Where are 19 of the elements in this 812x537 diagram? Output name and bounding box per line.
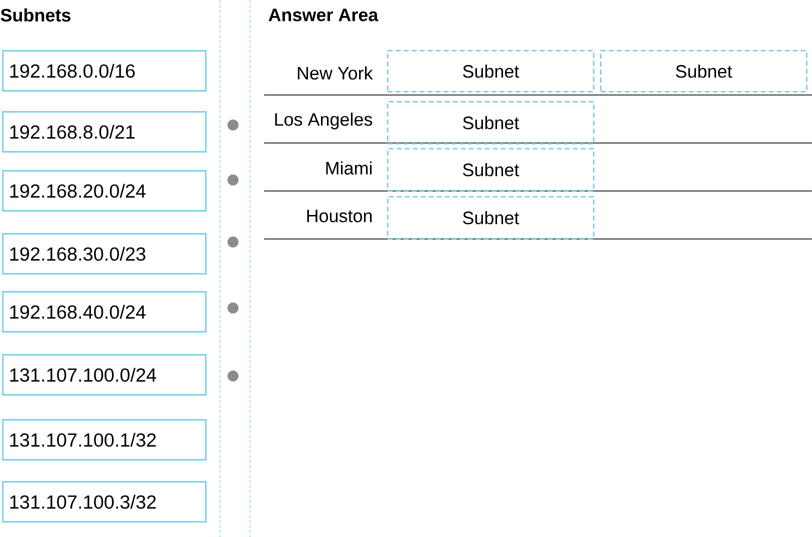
panel-heading: Answer Area [268,8,378,22]
subnet-card: 192.168.30.0/23 [2,233,207,275]
drop-target-box: Subnet [387,196,594,240]
drop-target-box: Subnet [387,148,594,192]
subnet-card: 192.168.20.0/24 [2,170,207,212]
subnet-card: 192.168.40.0/24 [2,291,207,333]
drop-target-box: Subnet [387,50,594,92]
drop-target-box: Subnet [387,101,594,144]
subnet-card: 131.107.100.1/32 [2,419,207,461]
subnet-card: 192.168.8.0/21 [2,111,207,153]
row-label: Houston [307,210,372,222]
row-label: New York [298,66,373,80]
subnet-card: 192.168.0.0/16 [2,50,207,92]
drop-target-box: Subnet [600,50,808,92]
subnet-card: 131.107.100.0/24 [2,354,207,396]
row-label: Los Angeles [275,112,372,130]
subnet-card: 131.107.100.3/32 [2,481,207,523]
panel-heading: Subnets [0,8,70,22]
row-label: Miami [326,161,372,175]
